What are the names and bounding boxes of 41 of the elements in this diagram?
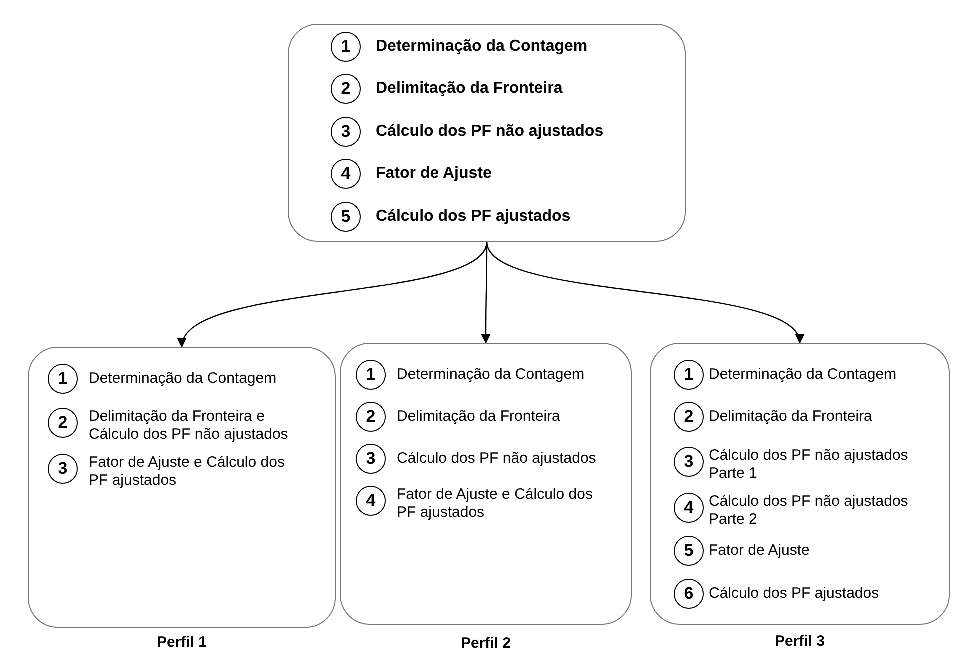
rounded-box — [288, 24, 686, 242]
number-circle: 3 — [674, 447, 704, 477]
number-circle: 2 — [48, 408, 78, 438]
step-label: Fator de Ajuste e Cálculo dos PF ajustados — [89, 454, 286, 490]
number-circle: 2 — [674, 402, 704, 432]
number-circle: 4 — [331, 159, 361, 189]
number-circle: 1 — [356, 360, 386, 390]
number-circle: 1 — [331, 32, 361, 62]
step-label: Fator de Ajuste — [709, 541, 811, 561]
number-circle: 2 — [356, 402, 386, 432]
number-circle: 2 — [331, 74, 361, 104]
number-circle: 3 — [331, 117, 361, 147]
number-circle: 3 — [48, 454, 78, 484]
step-label: Determinação da Contagem — [397, 365, 586, 385]
profile-title: Perfil 2 — [460, 635, 512, 652]
step-label: Determinação da Contagem — [709, 365, 898, 385]
number-circle: 4 — [674, 493, 704, 523]
arrow — [180, 242, 488, 348]
number-circle: 3 — [356, 444, 386, 474]
step-label: Cálculo dos PF não ajustados — [376, 122, 605, 142]
number-circle: 1 — [674, 360, 704, 390]
step-label: Cálculo dos PF não ajustados Parte 1 — [709, 447, 910, 483]
step-label: Delimitação da Fronteira — [397, 407, 562, 427]
step-label: Cálculo dos PF ajustados — [376, 207, 572, 227]
step-label: Delimitação da Fronteira e Cálculo dos PF não ajustados — [89, 408, 290, 444]
number-circle: 5 — [674, 536, 704, 566]
step-label: Fator de Ajuste — [376, 164, 493, 184]
step-label: Fator de Ajuste e Cálculo dos PF ajustados — [397, 486, 594, 522]
step-label: Determinação da Contagem — [89, 369, 278, 389]
step-label: Determinação da Contagem — [376, 37, 589, 57]
profile-title: Perfil 3 — [774, 633, 826, 650]
step-label: Delimitação da Fronteira — [709, 407, 874, 427]
number-circle: 5 — [331, 202, 361, 232]
number-circle: 4 — [356, 486, 386, 516]
number-circle: 1 — [48, 364, 78, 394]
number-circle: 6 — [674, 579, 704, 609]
step-label: Cálculo dos PF não ajustados Parte 2 — [709, 493, 910, 529]
profile-title: Perfil 1 — [156, 634, 208, 651]
step-label: Cálculo dos PF ajustados — [709, 584, 880, 604]
step-label: Delimitação da Fronteira — [376, 79, 564, 99]
step-label: Cálculo dos PF não ajustados — [397, 449, 598, 469]
